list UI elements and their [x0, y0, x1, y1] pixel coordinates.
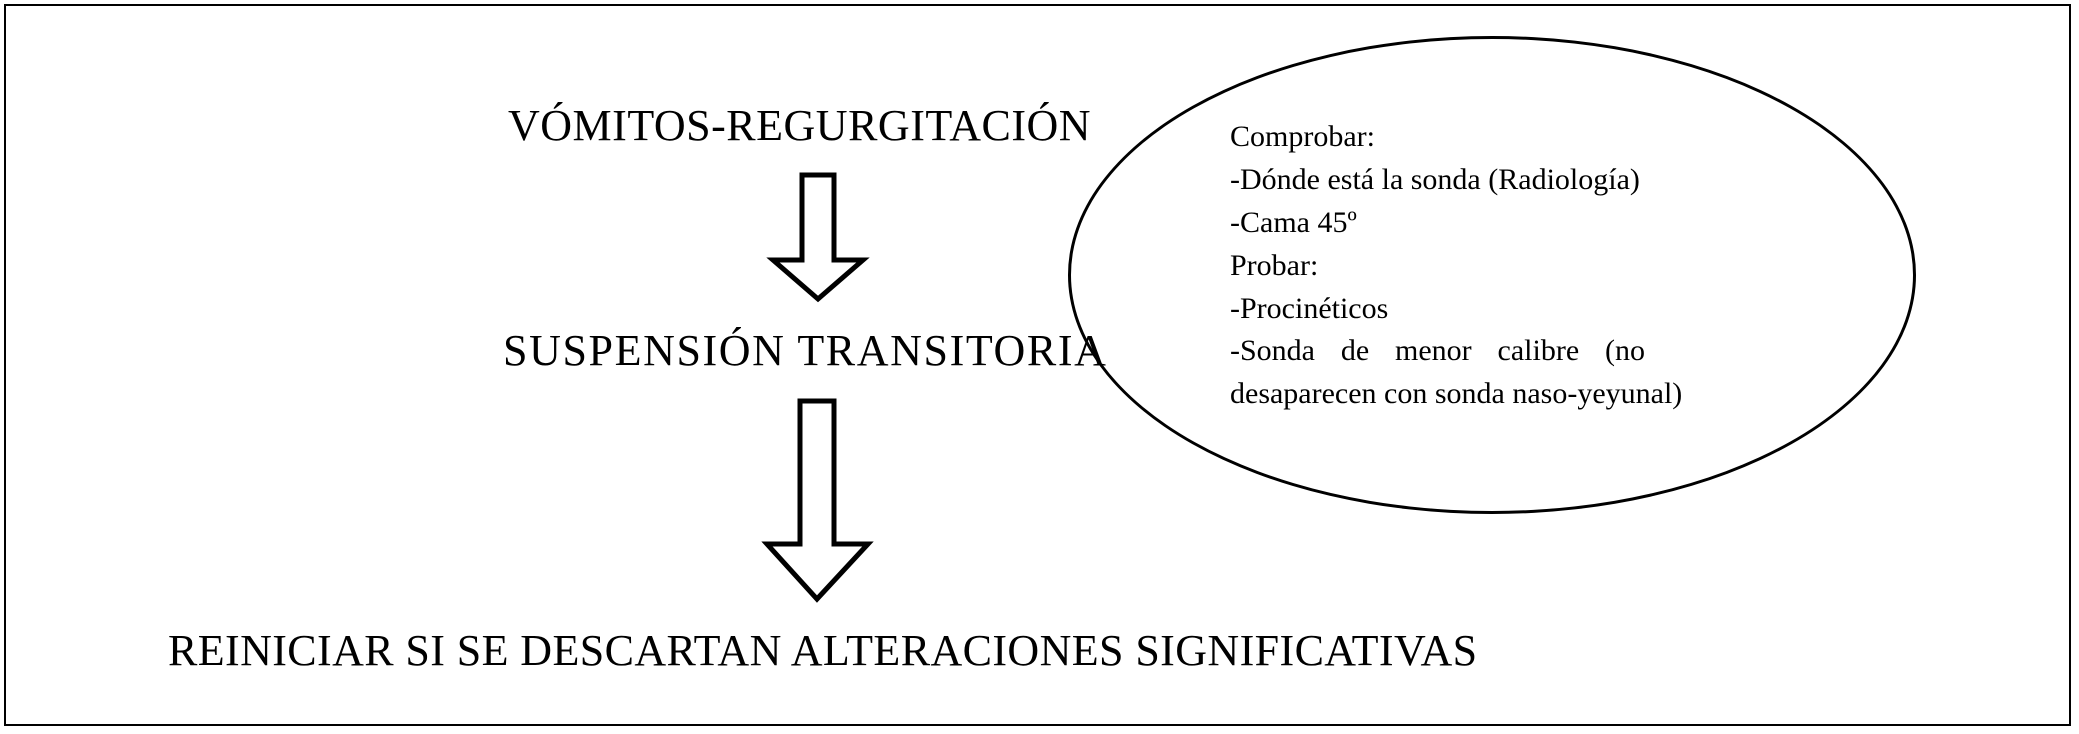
callout-line-desaparecen-naso-yeyunal: desaparecen con sonda naso-yeyunal)	[1230, 377, 1683, 411]
ellipse-outline	[1068, 36, 1916, 514]
callout-line-procineticos: -Procinéticos	[1230, 291, 1389, 325]
callout-ellipse: Comprobar: -Dónde está la sonda (Radiolo…	[1068, 36, 1916, 514]
callout-text-block: Comprobar: -Dónde está la sonda (Radiolo…	[1230, 116, 1683, 416]
callout-line-donde-esta-sonda: -Dónde está la sonda (Radiología)	[1230, 162, 1640, 196]
arrow-suspension-to-reiniciar-icon	[761, 398, 874, 603]
outer-border	[4, 4, 2071, 726]
callout-line-comprobar: Comprobar:	[1230, 120, 1375, 153]
callout-line-probar: Probar:	[1230, 248, 1319, 282]
node-suspension-transitoria: SUSPENSIÓN TRANSITORIA	[503, 326, 1108, 375]
node-reiniciar-si-se-descartan: REINICIAR SI SE DESCARTAN ALTERACIONES S…	[168, 626, 1478, 675]
callout-line-cama-45: -Cama 45º	[1230, 205, 1357, 239]
arrow-vomitos-to-suspension-icon	[766, 172, 870, 303]
node-vomitos-regurgitacion: VÓMITOS-REGURGITACIÓN	[508, 101, 1092, 150]
callout-line-sonda-menor-calibre: -Sonda de menor calibre (no	[1230, 334, 1645, 368]
